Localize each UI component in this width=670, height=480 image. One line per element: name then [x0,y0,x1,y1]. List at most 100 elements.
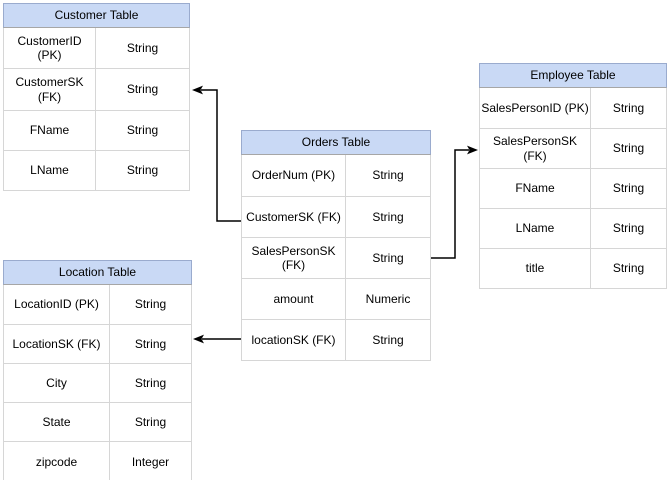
arrow-orders-salespersonsk-to-employee[interactable] [431,145,478,259]
table-row[interactable]: SalesPersonSK (FK) String [242,237,430,278]
customer-table-header[interactable]: Customer Table [3,3,190,28]
field-type: String [126,82,159,97]
field-type-cell[interactable]: String [110,285,191,324]
table-title: Location Table [58,265,137,280]
field-type: String [372,250,404,265]
field-type-cell[interactable]: Numeric [346,279,430,319]
field-name: FName [515,181,555,196]
field-name-cell[interactable]: FName [480,169,591,208]
field-name-cell[interactable]: OrderNum (PK) [242,155,346,196]
table-row[interactable]: locationSK (FK) String [242,319,430,360]
field-type-cell[interactable]: String [591,209,666,248]
field-name-cell[interactable]: CustomerSK (FK) [242,197,346,237]
table-row[interactable]: CustomerID (PK) String [4,28,189,68]
field-name: CustomerID (PK) [17,33,82,62]
field-type: String [126,163,159,178]
location-table-header[interactable]: Location Table [3,260,192,285]
field-type: String [612,100,645,115]
field-name: SalesPersonID (PK) [481,100,589,115]
field-name-cell[interactable]: title [480,249,591,288]
field-type: Numeric [365,291,411,306]
field-type: String [612,181,645,196]
table-row[interactable]: OrderNum (PK) String [242,155,430,196]
field-name-cell[interactable]: locationSK (FK) [242,320,346,360]
employee-table-header[interactable]: Employee Table [479,63,667,88]
field-type-cell[interactable]: String [96,151,189,190]
table-row[interactable]: FName String [4,110,189,150]
field-type: String [134,336,167,351]
field-type: String [126,40,159,55]
field-type-cell[interactable]: Integer [110,442,191,480]
table-row[interactable]: CustomerSK (FK) String [242,196,430,237]
field-name-cell[interactable]: CustomerSK (FK) [4,69,96,110]
table-row[interactable]: SalesPersonSK (FK) String [480,128,666,168]
field-type-cell[interactable]: String [346,320,430,360]
field-name: OrderNum (PK) [251,168,336,183]
field-type-cell[interactable]: String [346,197,430,237]
field-type-cell[interactable]: String [346,155,430,196]
field-type-cell[interactable]: String [96,28,189,68]
table-row[interactable]: LocationSK (FK) String [4,324,191,363]
field-name-cell[interactable]: FName [4,111,96,150]
field-name-cell[interactable]: State [4,403,110,441]
field-type-cell[interactable]: String [591,249,666,288]
table-row[interactable]: City String [4,363,191,402]
field-type: String [134,297,167,312]
table-row[interactable]: title String [480,248,666,288]
field-type-cell[interactable]: String [591,169,666,208]
field-type: String [126,123,159,138]
table-row[interactable]: State String [4,402,191,441]
customer-table-body: CustomerID (PK) String CustomerSK (FK) S… [3,28,190,191]
field-type: String [612,261,645,276]
field-name: CustomerSK (FK) [15,75,84,104]
field-type-cell[interactable]: String [110,364,191,402]
field-name: LocationID (PK) [14,297,99,312]
field-name-cell[interactable]: SalesPersonSK (FK) [480,129,591,168]
table-title: Orders Table [301,135,371,150]
field-type-cell[interactable]: String [96,69,189,110]
field-type-cell[interactable]: String [591,129,666,168]
arrow-orders-locationsk-to-location[interactable] [193,334,241,344]
field-name: SalesPersonSK (FK) [251,243,336,272]
field-name: CustomerSK (FK) [246,209,341,224]
field-name-cell[interactable]: LName [4,151,96,190]
location-table[interactable]: Location Table LocationID (PK) String Lo… [3,260,192,480]
field-name: State [42,414,71,429]
field-name-cell[interactable]: zipcode [4,442,110,480]
field-name-cell[interactable]: CustomerID (PK) [4,28,96,68]
field-name-cell[interactable]: LocationID (PK) [4,285,110,324]
field-type: String [372,168,404,183]
field-type-cell[interactable]: String [110,325,191,363]
field-type: String [134,414,167,429]
arrow-orders-customersk-to-customer[interactable] [192,85,241,222]
table-row[interactable]: LName String [4,150,189,190]
field-name: locationSK (FK) [251,332,336,347]
employee-table-body: SalesPersonID (PK) String SalesPersonSK … [479,88,667,289]
field-type-cell[interactable]: String [346,238,430,278]
field-type: String [372,332,404,347]
field-name-cell[interactable]: LName [480,209,591,248]
field-name-cell[interactable]: LocationSK (FK) [4,325,110,363]
orders-table[interactable]: Orders Table OrderNum (PK) String Custom… [241,130,431,361]
orders-table-header[interactable]: Orders Table [241,130,431,155]
field-name-cell[interactable]: City [4,364,110,402]
table-row[interactable]: LName String [480,208,666,248]
field-name: SalesPersonSK (FK) [492,134,578,163]
field-type-cell[interactable]: String [96,111,189,150]
field-name-cell[interactable]: SalesPersonSK (FK) [242,238,346,278]
employee-table[interactable]: Employee Table SalesPersonID (PK) String… [479,63,667,289]
field-name-cell[interactable]: amount [242,279,346,319]
table-row[interactable]: LocationID (PK) String [4,285,191,324]
field-type-cell[interactable]: String [110,403,191,441]
orders-table-body: OrderNum (PK) String CustomerSK (FK) Str… [241,155,431,361]
table-row[interactable]: amount Numeric [242,278,430,319]
table-row[interactable]: CustomerSK (FK) String [4,68,189,110]
table-row[interactable]: zipcode Integer [4,441,191,480]
field-type-cell[interactable]: String [591,88,666,128]
field-type: String [372,209,404,224]
table-row[interactable]: SalesPersonID (PK) String [480,88,666,128]
table-row[interactable]: FName String [480,168,666,208]
field-name: LName [30,163,69,178]
field-name-cell[interactable]: SalesPersonID (PK) [480,88,591,128]
customer-table[interactable]: Customer Table CustomerID (PK) String Cu… [3,3,190,191]
